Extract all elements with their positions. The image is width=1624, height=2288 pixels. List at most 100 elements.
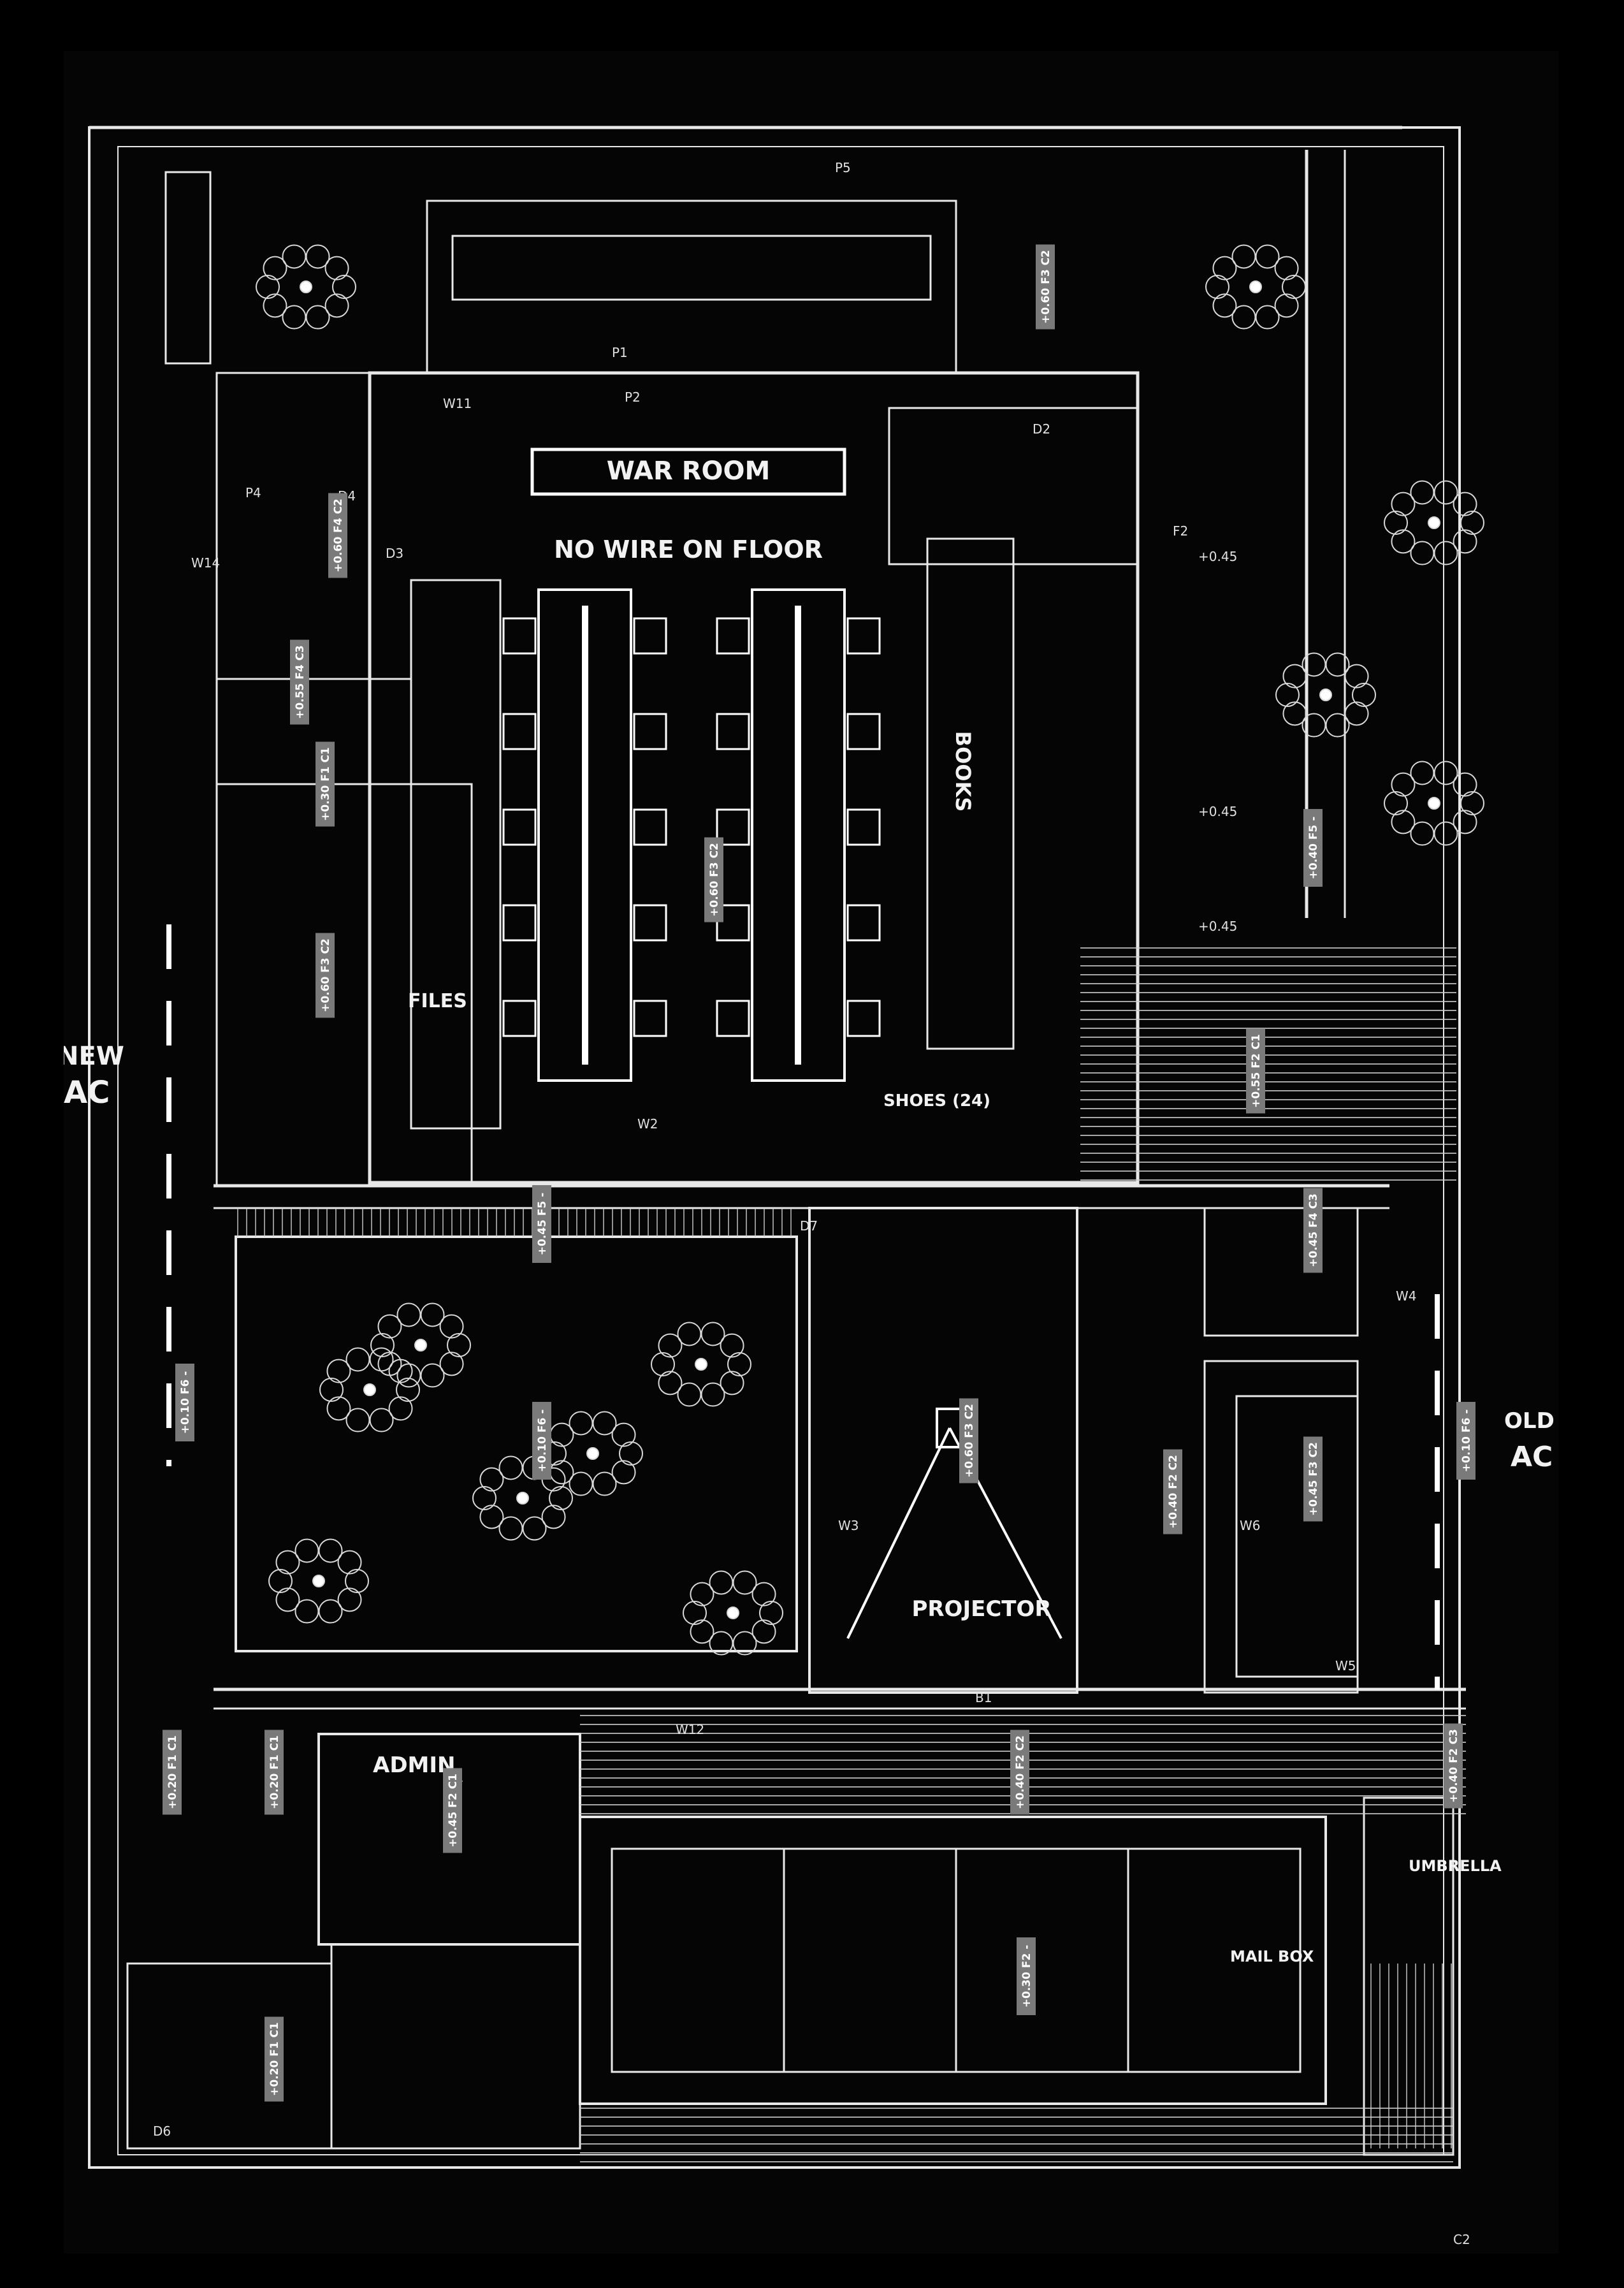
level-tag: +0.40 F2 C2: [1010, 1730, 1029, 1815]
level-tag: +0.10 F6 -: [1456, 1402, 1475, 1480]
tree-icon: [651, 1322, 751, 1407]
tree-icon: [683, 1570, 783, 1656]
svg-text:+0.60 F3 C2: +0.60 F3 C2: [319, 938, 332, 1012]
label-c2: C2: [1453, 2232, 1470, 2247]
label-w11: W11: [443, 396, 472, 411]
chairs: [502, 617, 881, 1037]
svg-text:+0.30 F1 C1: +0.30 F1 C1: [319, 747, 332, 821]
label-p5: P5: [835, 160, 851, 175]
chair: [633, 1000, 667, 1037]
label-d6: D6: [153, 2124, 171, 2139]
label-w4: W4: [1396, 1288, 1417, 1304]
chair: [846, 904, 881, 942]
svg-text:+0.60 F3 C2: +0.60 F3 C2: [963, 1404, 976, 1478]
level-tag: +0.10 F6 -: [175, 1364, 194, 1441]
label-p1: P1: [612, 345, 628, 360]
chair: [846, 617, 881, 655]
level-tag: +0.45 F5 -: [532, 1185, 551, 1263]
svg-text:+0.30 F2 -: +0.30 F2 -: [1020, 1945, 1033, 2008]
svg-text:+0.55 F4 C3: +0.55 F4 C3: [294, 645, 307, 719]
chair: [846, 808, 881, 846]
tree-icon: [319, 1347, 420, 1432]
svg-text:+0.60 F3 C2: +0.60 F3 C2: [708, 843, 721, 917]
chair: [502, 1000, 537, 1037]
svg-text:+0.10 F6 -: +0.10 F6 -: [1460, 1410, 1473, 1473]
label-f2: F2: [1173, 523, 1188, 539]
level-tag: +0.45 F2 C1: [443, 1768, 462, 1853]
svg-text:+0.60 F4 C2: +0.60 F4 C2: [332, 499, 345, 572]
chair: [633, 904, 667, 942]
projector-label: PROJECTOR: [911, 1596, 1051, 1622]
level-tag: +0.40 F5 -: [1303, 809, 1323, 887]
elevation-note-1: +0.45: [1198, 549, 1237, 564]
label-d7: D7: [800, 1218, 818, 1234]
svg-text:+0.20 F1 C1: +0.20 F1 C1: [268, 1735, 281, 1809]
books-label: BOOKS: [951, 731, 975, 812]
new-ac-label-2: AC: [64, 1075, 110, 1111]
chair: [502, 904, 537, 942]
chair: [502, 713, 537, 750]
ac-lines: [166, 924, 1440, 1689]
svg-text:+0.20 F1 C1: +0.20 F1 C1: [166, 1735, 179, 1809]
chair: [502, 617, 537, 655]
svg-text:+0.40 F2 C2: +0.40 F2 C2: [1014, 1735, 1027, 1809]
elevation-note-2: +0.45: [1198, 804, 1237, 819]
label-w12: W12: [676, 1722, 704, 1737]
old-ac-label-2: AC: [1511, 1441, 1553, 1473]
chair: [846, 1000, 881, 1037]
svg-text:+0.45 F3 C2: +0.45 F3 C2: [1307, 1442, 1320, 1516]
files-label: FILES: [408, 990, 467, 1012]
chair: [716, 713, 750, 750]
label-w6: W6: [1240, 1518, 1261, 1533]
level-tag: +0.60 F3 C2: [959, 1398, 978, 1483]
level-tag: +0.10 F6 -: [532, 1402, 551, 1480]
label-w2: W2: [637, 1116, 658, 1132]
label-p4: P4: [245, 485, 261, 500]
svg-text:+0.10 F6 -: +0.10 F6 -: [179, 1371, 192, 1434]
war-room-sign: [530, 448, 846, 496]
vegetation: [256, 244, 1484, 1656]
level-tag: +0.60 F3 C2: [315, 933, 335, 1018]
new-ac-label-1: NEW: [64, 1042, 124, 1071]
level-tag: +0.45 F3 C2: [1303, 1436, 1323, 1522]
old-ac-label-1: OLD: [1504, 1408, 1555, 1434]
tree-icon: [1384, 480, 1484, 565]
svg-text:+0.60 F3 C2: +0.60 F3 C2: [1040, 250, 1052, 324]
level-tag: +0.55 F4 C3: [290, 639, 309, 725]
chair: [716, 617, 750, 655]
level-tag: +0.60 F3 C2: [704, 837, 723, 922]
label-w14: W14: [191, 555, 220, 571]
label-w3: W3: [838, 1518, 859, 1533]
umbrella-label: UMBRELLA: [1409, 1857, 1502, 1875]
chair: [502, 808, 537, 846]
chair: [716, 1000, 750, 1037]
tree-icon: [1275, 652, 1376, 738]
level-tag: +0.40 F2 C2: [1163, 1449, 1182, 1534]
stair-hatching: [236, 944, 1466, 2168]
level-tag: +0.20 F1 C1: [163, 1730, 182, 1815]
floor-plan-drawing: WAR ROOM NO WIRE ON FLOOR BOOKS FILES SH…: [57, 126, 1555, 2247]
svg-text:+0.40 F5 -: +0.40 F5 -: [1307, 817, 1320, 880]
level-tags: +0.60 F3 C2 +0.60 F4 C2 +0.55 F4 C3 +0.30 F…: [163, 244, 1475, 2102]
chair: [846, 713, 881, 750]
level-tag: +0.45 F4 C3: [1303, 1188, 1323, 1273]
level-tag: +0.40 F2 C3: [1444, 1723, 1463, 1809]
svg-text:+0.40 F2 C2: +0.40 F2 C2: [1167, 1455, 1180, 1529]
label-d3: D3: [386, 546, 403, 561]
label-b1: B1: [975, 1690, 992, 1705]
svg-text:+0.45 F4 C3: +0.45 F4 C3: [1307, 1193, 1320, 1267]
conference-tables: [537, 588, 846, 1082]
level-tag: +0.30 F1 C1: [315, 741, 335, 827]
tree-icon: [256, 244, 356, 330]
war-room-label: WAR ROOM: [607, 456, 771, 486]
element-labels: P5 P1 P2 P4 D2 D3 D4 D7 D6 W1 W2 W3 W4 W…: [153, 160, 1470, 2247]
label-p2: P2: [625, 390, 641, 405]
level-tag: +0.30 F2 -: [1017, 1937, 1036, 2015]
tree-icon: [370, 1302, 471, 1388]
tree-icon: [1384, 761, 1484, 846]
tree-icon: [472, 1455, 573, 1541]
level-tag: +0.20 F1 C1: [265, 2016, 284, 2102]
tree-icon: [1205, 244, 1306, 330]
admin-label: ADMIN: [373, 1752, 455, 1778]
svg-text:+0.45 F5 -: +0.45 F5 -: [536, 1193, 549, 1256]
